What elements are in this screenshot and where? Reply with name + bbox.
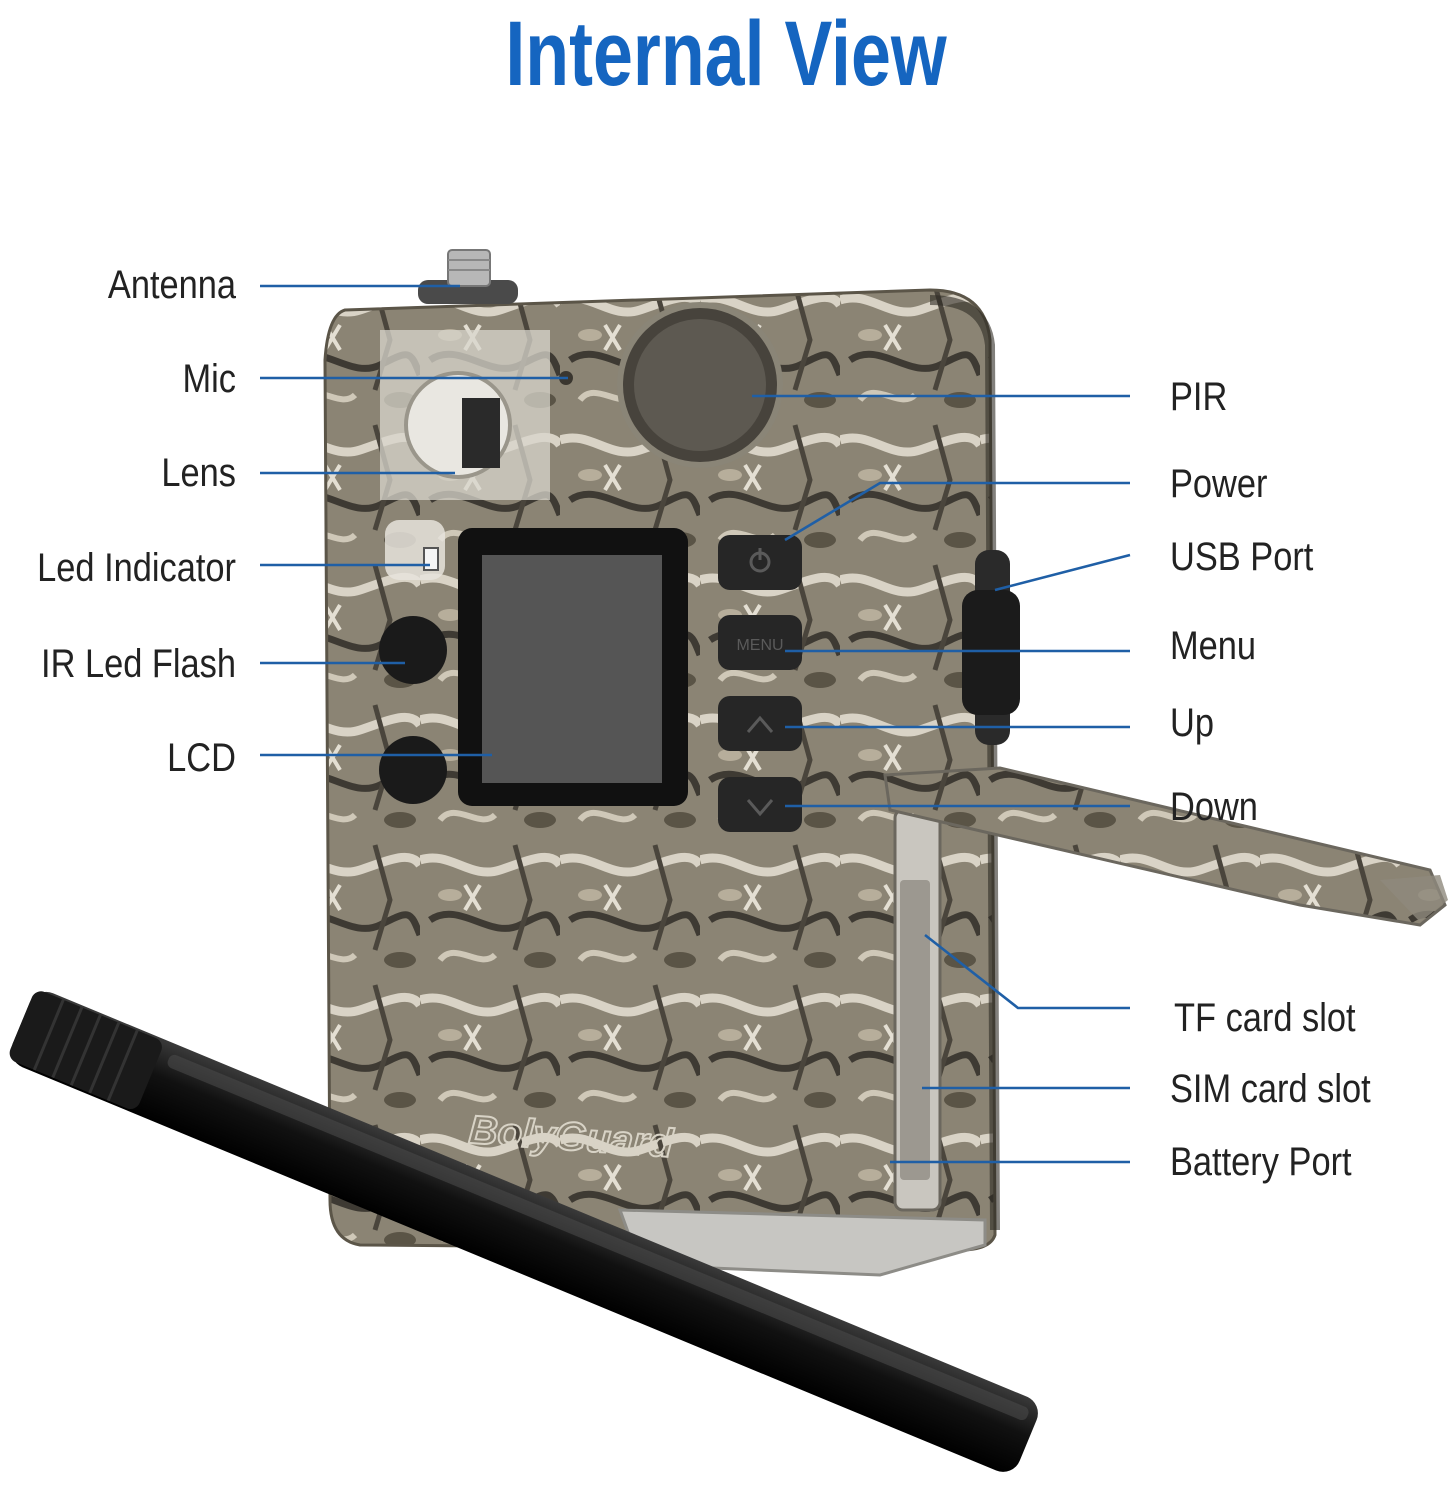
leader-tf-card-slot <box>924 933 1130 1010</box>
power-button[interactable] <box>718 535 802 590</box>
down-button[interactable] <box>718 777 802 832</box>
lens-housing <box>380 330 550 500</box>
ir-led-flash-2 <box>379 736 447 804</box>
menu-button[interactable]: MENU <box>718 615 802 670</box>
page-title: Internal View <box>505 3 947 105</box>
lens-icon <box>462 398 500 468</box>
label-power: Power <box>1170 461 1267 506</box>
label-sim-card-slot: SIM card slot <box>1170 1066 1371 1111</box>
lcd-screen <box>458 528 688 806</box>
antenna-rod <box>9 991 1038 1472</box>
leader-power <box>784 481 1130 542</box>
label-battery-port: Battery Port <box>1170 1139 1352 1184</box>
up-button[interactable] <box>718 696 802 751</box>
ir-led-flash-1 <box>379 616 447 684</box>
label-antenna: Antenna <box>108 262 236 307</box>
pir-sensor <box>617 302 783 468</box>
label-ir-led-flash: IR Led Flash <box>41 641 236 686</box>
label-down: Down <box>1170 784 1258 829</box>
chevron-up-icon <box>746 715 774 733</box>
label-tf-card-slot: TF card slot <box>1174 995 1356 1040</box>
label-up: Up <box>1170 700 1214 745</box>
leader-usb-port <box>994 553 1131 592</box>
antenna-connector[interactable] <box>418 249 518 304</box>
label-led-indicator: Led Indicator <box>37 545 236 590</box>
label-lcd: LCD <box>167 735 236 780</box>
chevron-down-icon <box>746 799 774 817</box>
label-pir: PIR <box>1170 374 1227 419</box>
label-menu: Menu <box>1170 623 1256 668</box>
led-indicator <box>385 520 445 580</box>
label-lens: Lens <box>161 450 236 495</box>
label-usb-port: USB Port <box>1170 534 1314 579</box>
label-mic: Mic <box>183 356 236 401</box>
menu-button-text: MENU <box>736 637 783 654</box>
usb-port-cover[interactable] <box>962 550 1020 745</box>
